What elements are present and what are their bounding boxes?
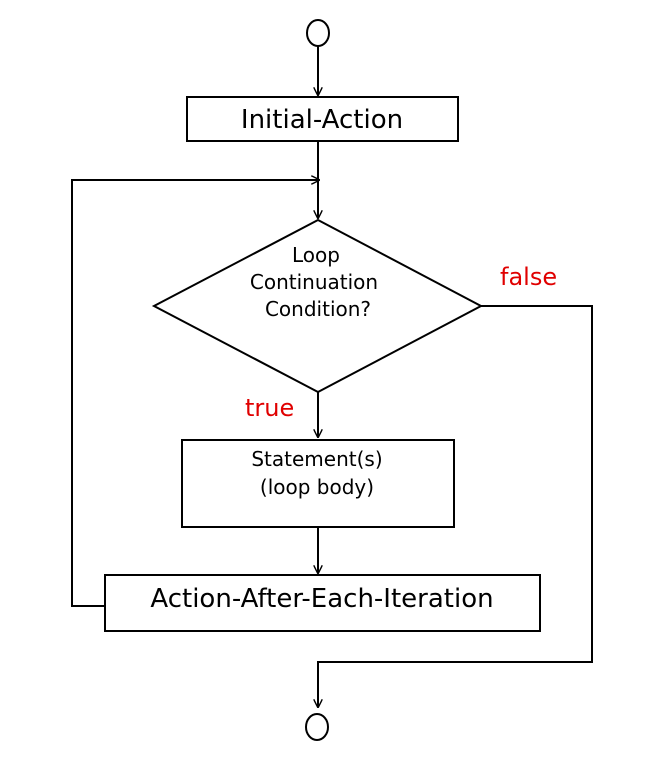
action-after-label: Action-After-Each-Iteration [150,584,493,614]
edge-false-exit [318,305,593,707]
statement-label-line-2: (loop body) [260,475,374,499]
initial-action-label: Initial-Action [241,105,403,135]
condition-label-line-1: Loop [292,243,340,267]
edge-loop-back [71,180,319,607]
statement-node: Statement(s) (loop body) [181,439,455,528]
statement-label-line-1: Statement(s) [251,447,382,471]
false-label: false [500,263,557,291]
condition-node: Loop Continuation Condition? [151,218,484,394]
end-terminal [305,713,329,741]
start-terminal [306,19,330,47]
initial-action-node: Initial-Action [186,96,459,142]
true-label: true [245,394,294,422]
condition-label-line-3: Condition? [265,297,371,321]
action-after-node: Action-After-Each-Iteration [104,574,541,632]
condition-label-line-2: Continuation [250,270,378,294]
